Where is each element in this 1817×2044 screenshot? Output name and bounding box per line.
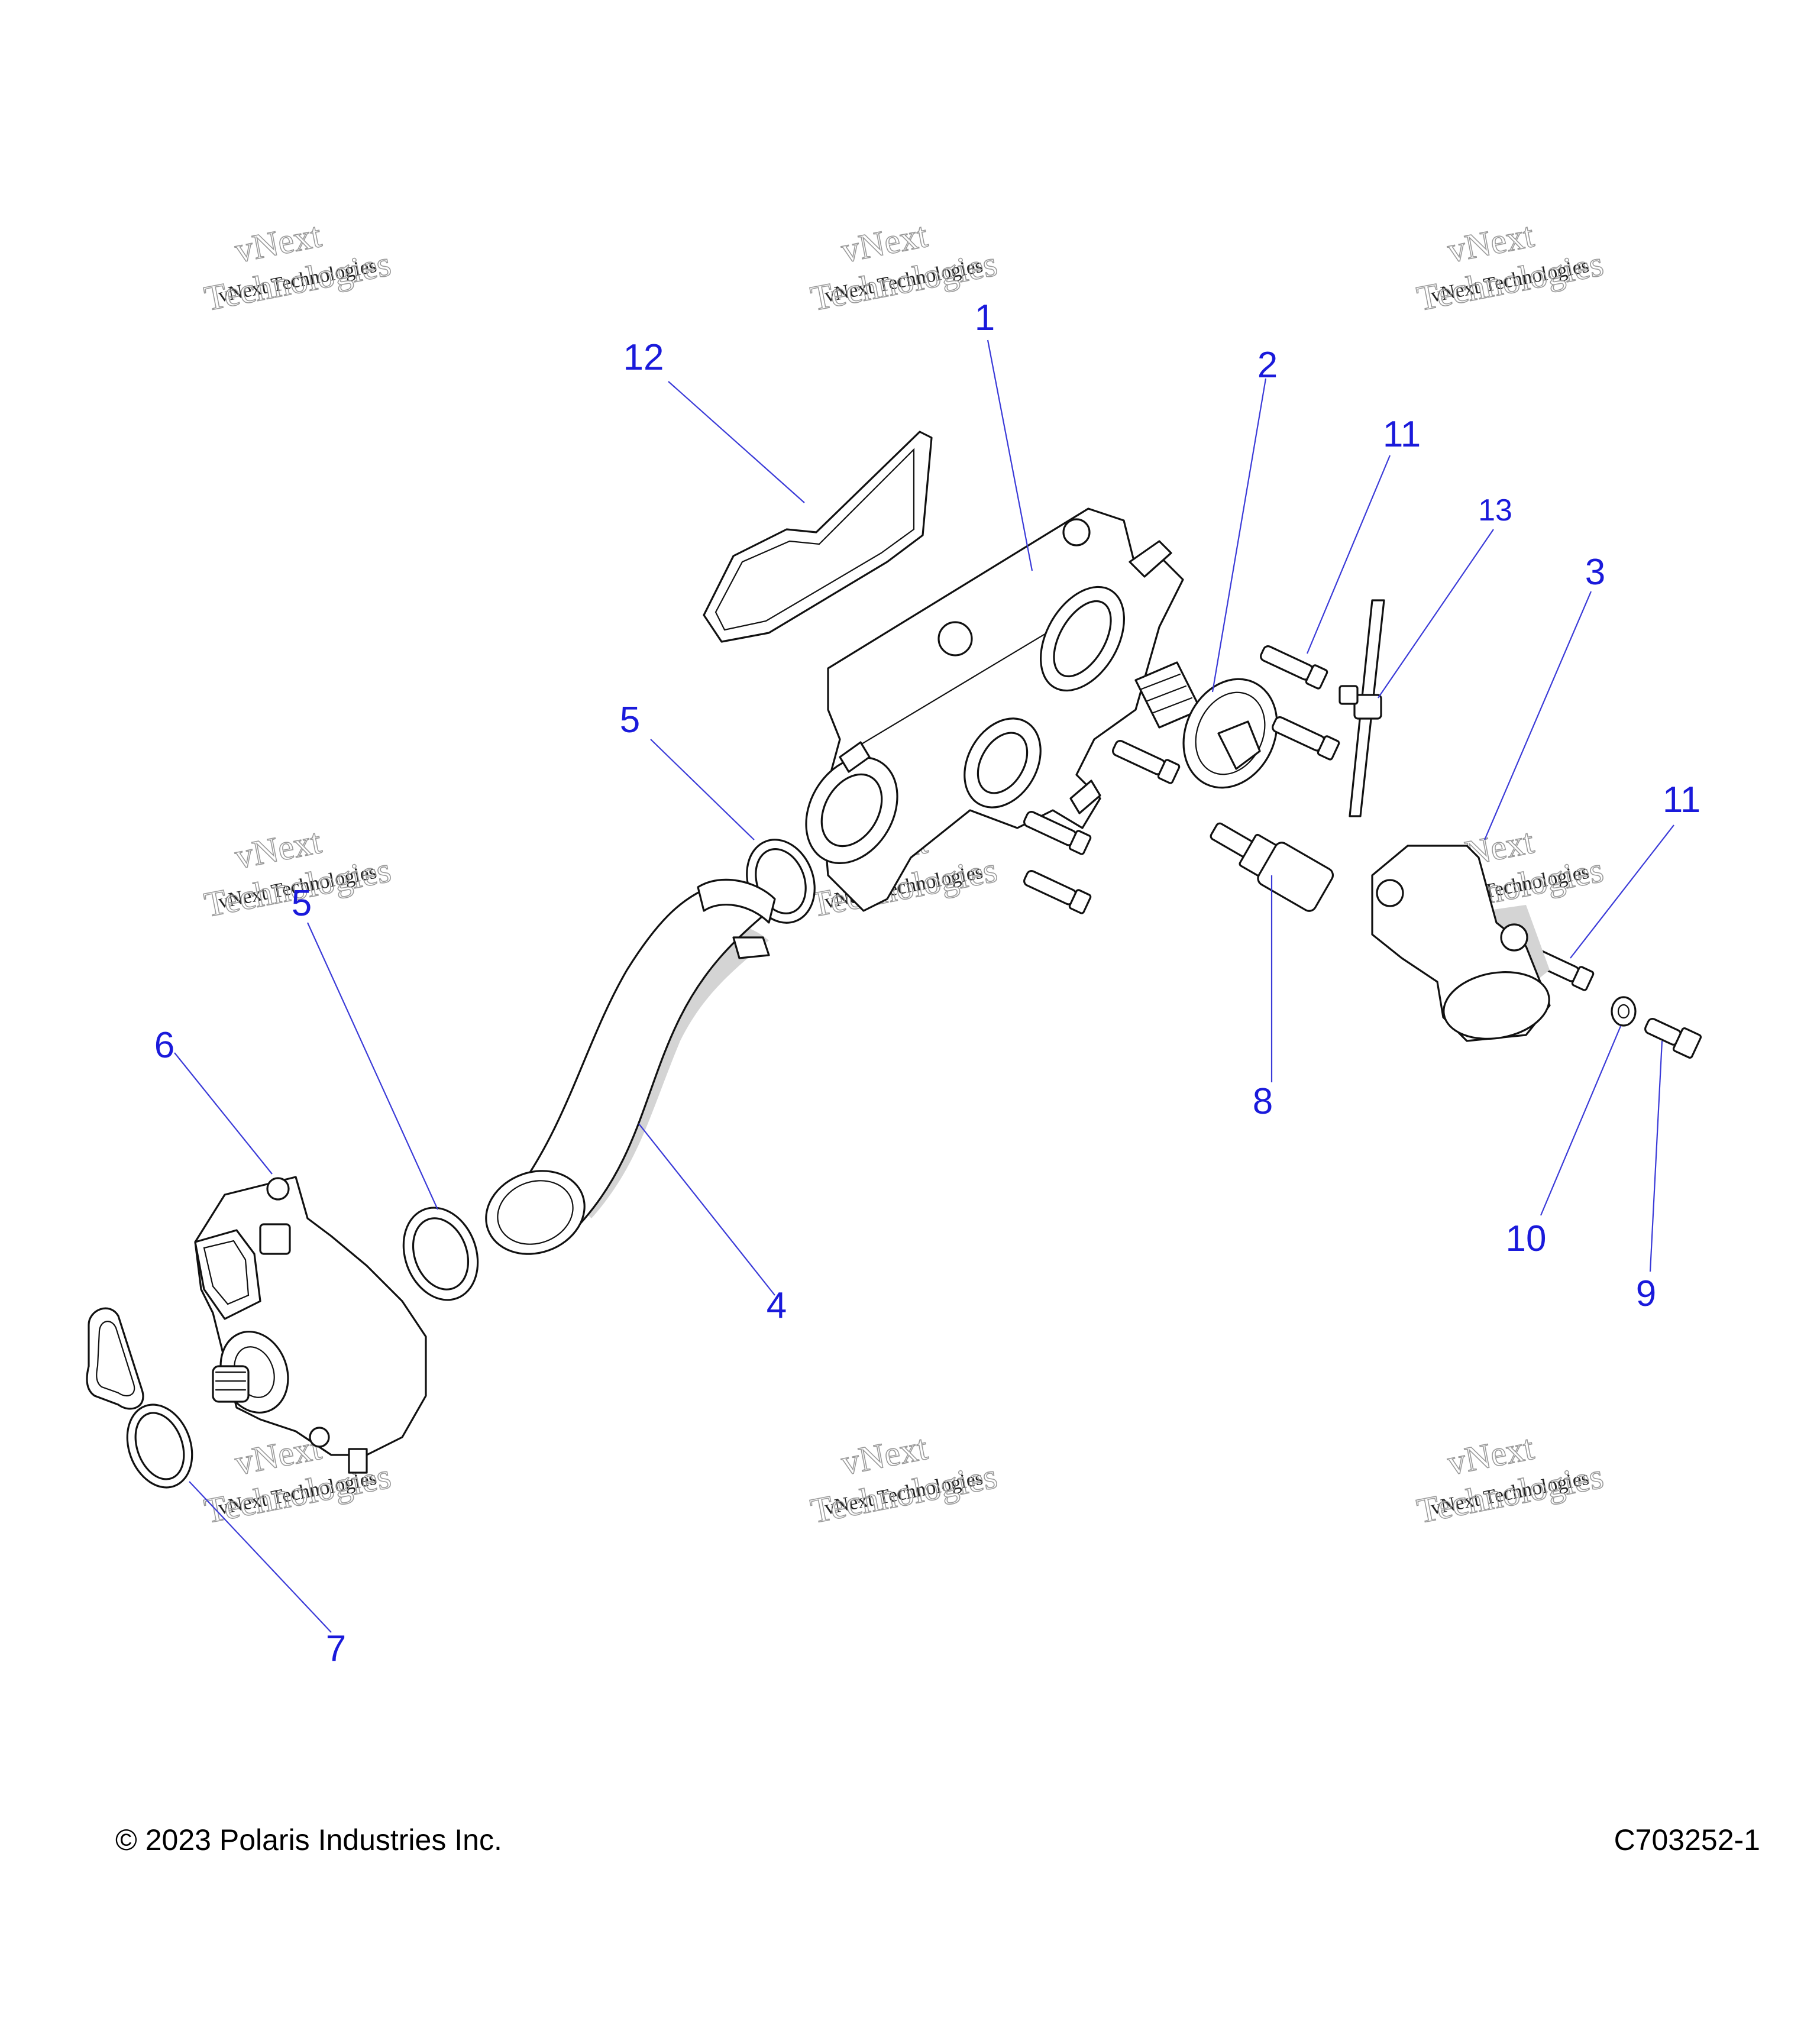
callout-3: 3 [1585, 552, 1605, 593]
part-7-gasket [86, 1307, 193, 1489]
callout-13: 13 [1478, 493, 1512, 528]
part-8-temperature-sensor [1210, 822, 1334, 912]
watermark: vNext vNext Technologies Technologies [1413, 1427, 1606, 1531]
callout-1: 1 [975, 297, 995, 338]
part-2-thermostat [1134, 661, 1278, 789]
callout-11-upper: 11 [1383, 414, 1421, 455]
part-5-o-ring [402, 1207, 479, 1301]
part-4-hose [485, 878, 776, 1255]
callout-labels: 1 2 3 4 5 5 6 7 8 9 10 11 11 12 13 [154, 297, 1700, 1669]
callout-2: 2 [1257, 345, 1278, 386]
watermark: vNext vNext Technologies Technologies [807, 215, 1000, 319]
callout-12: 12 [623, 337, 664, 378]
part-9-bolt [1644, 1018, 1702, 1059]
part-13-bracket [1338, 599, 1385, 817]
watermark: vNext vNext Technologies Technologies [1413, 215, 1606, 319]
callout-4: 4 [767, 1285, 787, 1326]
callout-7: 7 [326, 1628, 346, 1669]
part-1-thermostat-housing [805, 507, 1184, 912]
callout-6: 6 [154, 1025, 174, 1066]
part-3-outlet-elbow [1371, 845, 1551, 1042]
part-6-water-pump [194, 1176, 427, 1474]
copyright-notice: © 2023 Polaris Industries Inc. [115, 1823, 502, 1857]
watermark: vNext vNext Technologies Technologies [807, 1427, 1000, 1531]
bolt [1260, 645, 1328, 690]
callout-9: 9 [1636, 1273, 1656, 1314]
callout-8: 8 [1253, 1081, 1273, 1122]
bolt [1272, 716, 1340, 761]
part-12-gasket [703, 431, 933, 643]
figure-id: C703252-1 [1614, 1823, 1760, 1857]
callout-10: 10 [1506, 1218, 1547, 1259]
bolt [1023, 870, 1092, 914]
callout-5: 5 [620, 700, 640, 740]
leader-lines [174, 339, 1674, 1633]
callout-5-lower: 5 [292, 883, 312, 924]
part-10-washer [1611, 996, 1637, 1027]
callout-11-lower: 11 [1663, 780, 1700, 820]
watermark: vNext vNext Technologies Technologies [201, 215, 394, 319]
bolt [1023, 811, 1092, 855]
bolt [1112, 740, 1181, 784]
